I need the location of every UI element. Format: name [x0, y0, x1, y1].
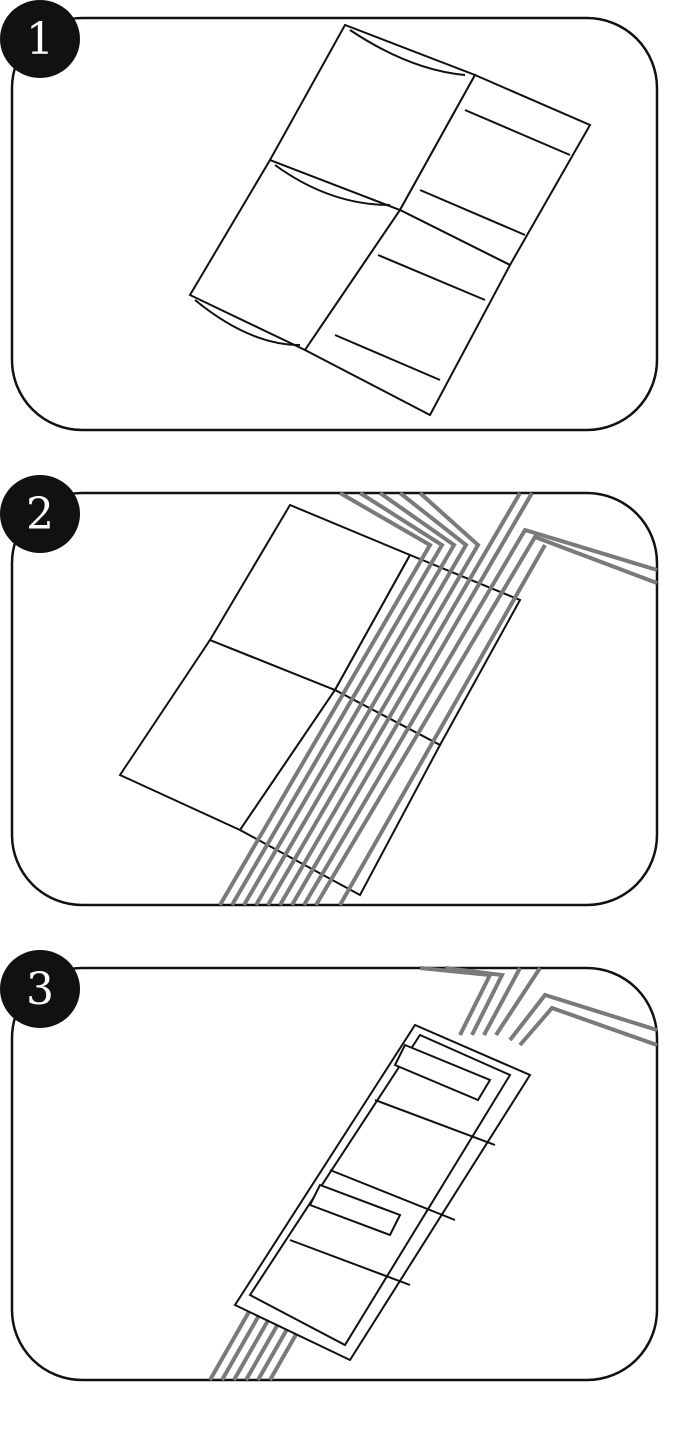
step-2-panel: 2: [0, 475, 678, 915]
step-3-illustration: [10, 966, 659, 1382]
fiber-cables: [218, 491, 658, 907]
step-2-illustration: [10, 491, 659, 907]
step-number-badge: 3: [0, 950, 80, 1028]
closed-splice-tray: [233, 1023, 532, 1362]
cable-clips: [334, 109, 571, 381]
step-1-illustration: [10, 16, 659, 432]
open-splice-tray: [188, 23, 592, 417]
step-number-badge: 2: [0, 475, 80, 553]
step-number-badge: 1: [0, 0, 80, 78]
step-3-panel: 3: [0, 950, 678, 1390]
step-1-panel: 1: [0, 0, 678, 440]
